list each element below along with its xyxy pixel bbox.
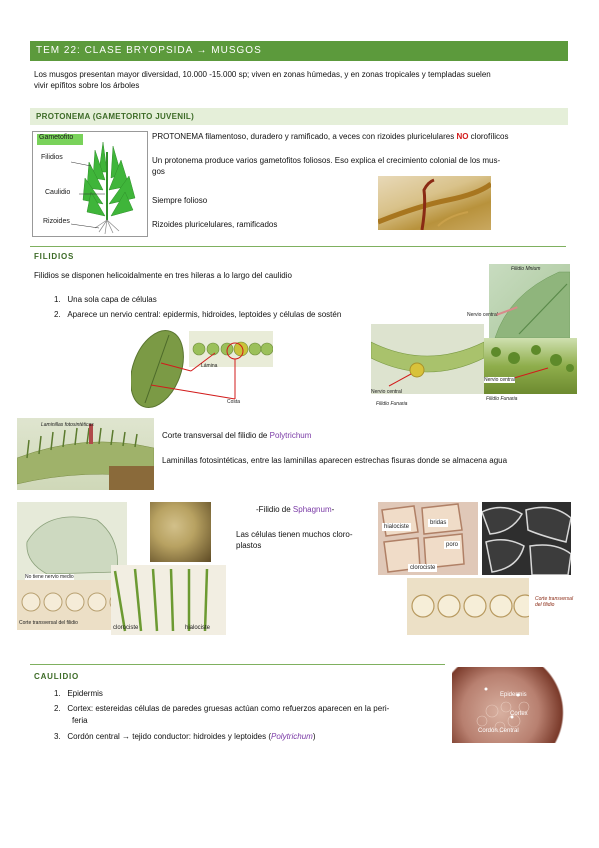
label-filidio-funaria-1: Filidio Funaria (376, 401, 408, 407)
section-header-filidios: FILIDIOS (34, 252, 75, 261)
polytrichum-lamellae (17, 424, 154, 490)
protonema-text-3: Siempre folioso (152, 196, 208, 205)
filidio-lamina-costa-figure: Lámina Costa (131, 323, 273, 411)
protonema-photo-detail (378, 178, 491, 230)
label-filidio-funaria-2: Filidio Funaria (486, 396, 518, 402)
diagram-label-filidios: Filidios (41, 154, 63, 161)
label-costa: Costa (227, 399, 241, 405)
caulidio-cells (476, 687, 530, 733)
sphagnum-hialociste-photo: hialociste bridas poro clorociste (378, 502, 478, 575)
divider-caulidio (30, 664, 445, 665)
sphagnum-cells-photo: clorociste hialociste (111, 565, 226, 635)
filidio-funaria-cross-section (371, 324, 484, 394)
protonema-text-1: PROTONEMA filamentoso, duradero y ramifi… (152, 132, 509, 141)
label-bridas: bridas (428, 519, 449, 527)
sphagnum-plant-photo (150, 502, 211, 562)
polytrichum-caption: Corte transversal del filidio de Polytri… (162, 431, 312, 440)
caulidio-list-item-2-cont: feria (72, 716, 88, 725)
polytrichum-photo: Laminillas fotosintéticas (17, 418, 154, 490)
filidio-mnium-leaf (494, 271, 570, 338)
filidios-intro: Filidios se disponen helicoidalmente en … (34, 271, 292, 280)
label-hialociste: hialociste (185, 625, 211, 631)
section-header-protonema: PROTONEMA (GAMETORITO JUVENIL) (30, 108, 568, 125)
sphagnum-text: Las células tienen muchos cloro- plastos (236, 530, 353, 550)
label-clorociste: clorociste (113, 625, 139, 631)
laminillas-text: Laminillas fotosintéticas, entre las lam… (162, 456, 508, 465)
no-highlight: NO (456, 132, 469, 141)
label-nervio-central-funaria: Nervio central (371, 389, 402, 395)
caulidio-cross-section-photo: Epidermis Cortex Cordón Central (452, 667, 573, 743)
intro-line-1: Los musgos presentan mayor diversidad, 1… (34, 70, 491, 79)
section-header-caulidio: CAULIDIO (34, 672, 80, 681)
label-nervio-central-mnium: Nervio central (467, 312, 498, 318)
label-lamina: Lámina (201, 363, 218, 369)
filidios-list-item-2: 2. Aparece un nervio central: epidermis,… (54, 310, 342, 319)
label-hialociste-2: hialociste (382, 523, 412, 531)
label-filidio-mnium: Filidio Mnium (511, 266, 541, 272)
intro-paragraph: Los musgos presentan mayor diversidad, 1… (34, 69, 574, 91)
sphagnum-caption: -Filidio de Sphagnum- (256, 505, 335, 514)
label-cordon-central: Cordón Central (478, 728, 519, 734)
diagram-label-rizoides: Rizoides (43, 218, 70, 225)
sphagnum-chlorocysts (113, 568, 209, 632)
sphagnum-cross-section-photo-2 (407, 578, 529, 635)
protonema-photo (378, 176, 491, 230)
intro-line-2: vivir epífitos sobre los árboles (34, 81, 140, 90)
gametofito-illustration (37, 134, 136, 235)
funaria-cells-2 (491, 345, 574, 379)
label-no-nervio: No tiene nervio medio (25, 574, 74, 580)
funaria-cells (371, 341, 484, 387)
label-corte-transversal-2: Corte transversal del filidio (535, 596, 574, 608)
label-poro: poro (444, 541, 461, 549)
caulidio-list-item-2: 2. Cortex: estereidas células de paredes… (54, 704, 390, 713)
filidio-funaria-photo-2 (484, 338, 577, 394)
leaf-cross-section-illustration (131, 330, 273, 408)
label-nervio-central-funaria-2: Nervio central (484, 377, 515, 383)
caulidio-list-item-1: 1. Epidermis (54, 689, 103, 698)
filidio-mnium-photo: Filidio Mnium (489, 264, 570, 338)
label-epidermis: Epidermis (500, 692, 527, 698)
label-cortex: Cortex (510, 711, 528, 717)
caulidio-list-item-3: 3. Cordón central → tejido conductor: hi… (54, 732, 316, 741)
diagram-label-gametofito: Gametofito (39, 134, 74, 141)
sphagnum-leaf (26, 516, 118, 575)
polytrichum-name-2: Polytrichum (271, 732, 313, 741)
sphagnum-sem-texture (482, 506, 571, 575)
protonema-text-2: Un protonema produce varios gametofitos … (152, 156, 501, 176)
label-corte-transversal: Corte transversal del filidio (19, 620, 78, 626)
polytrichum-name: Polytrichum (269, 431, 312, 440)
gametofito-diagram: Gametofito Filidios Caulidio Rizoides (32, 131, 148, 237)
page-title: TEM 22: CLASE BRYOPSIDA → MUSGOS (30, 41, 568, 61)
sphagnum-name: Sphagnum (292, 505, 332, 514)
sphagnum-cross-cells-2 (411, 594, 529, 618)
label-laminillas: Laminillas fotosintéticas (41, 422, 94, 428)
sphagnum-leaf-photo: No tiene nervio medio (17, 502, 127, 580)
filidios-list-item-1: 1. Una sola capa de células (54, 295, 157, 304)
protonema-text-4: Rizoides pluricelulares, ramificados (152, 220, 278, 229)
divider-filidios (30, 246, 566, 247)
sphagnum-sem-photo (482, 502, 571, 575)
diagram-label-caulidio: Caulidio (45, 189, 71, 196)
label-clorociste-2: clorociste (408, 564, 438, 572)
